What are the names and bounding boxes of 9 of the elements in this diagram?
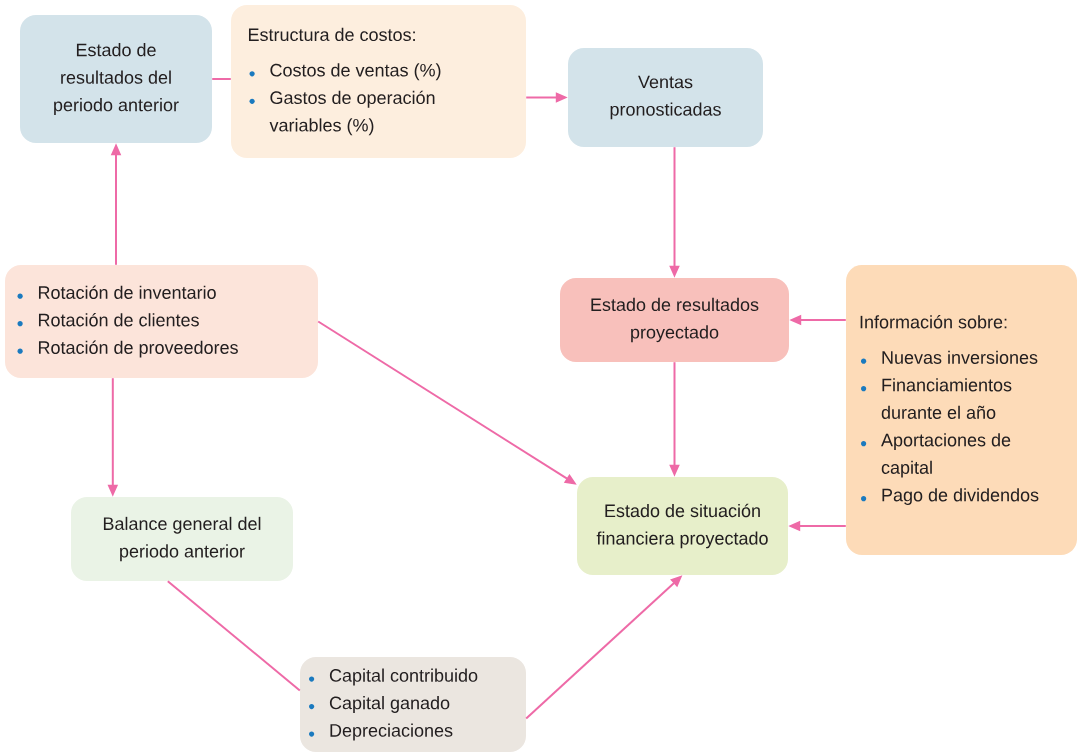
process-box: Ventas pronosticadas [568,48,763,147]
process-box: Estado de resultados del periodo anterior [20,15,212,143]
process-box: Estado de situación financiera proyectado [577,477,788,575]
process-box: Estado de resultados proyectado [560,278,789,362]
process-box: Balance general del periodo anterior [71,497,293,581]
list-box: Información sobre: Nuevas inversiones Financiamientos durante el año Aportaciones de capital Pago de dividendos [846,265,1077,555]
list-box: Rotación de inventario Rotación de clientes Rotación de proveedores [5,265,318,378]
list-box: Estructura de costos: Costos de ventas (%) Gastos de operación variables (%) [231,5,526,158]
list-box: Capital contribuido Capital ganado Depreciaciones [300,657,526,752]
